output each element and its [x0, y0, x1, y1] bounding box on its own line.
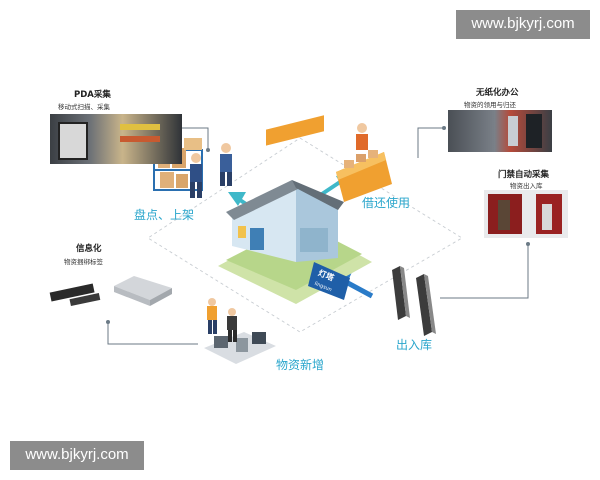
- info-subtitle: 物资捆绑标签: [64, 256, 103, 266]
- dot-info: [106, 320, 110, 324]
- connector-door: [440, 244, 528, 298]
- rfid-gate-illustration: [392, 266, 436, 336]
- borrow-bin-illustration: [336, 123, 392, 202]
- dot-pda: [206, 148, 210, 152]
- info-title: 信息化: [76, 242, 102, 254]
- connector-paperless: [418, 128, 444, 158]
- watermark-top: www.bjkyrj.com: [456, 10, 590, 39]
- door-subtitle: 物资出入库: [510, 180, 543, 190]
- action-new-material-label: 物资新增: [276, 356, 324, 373]
- door-title: 门禁自动采集: [498, 168, 549, 180]
- door-photo: [484, 190, 568, 238]
- new-material-illustration: [204, 298, 276, 364]
- paperless-subtitle: 物资的领用与归还: [464, 99, 516, 109]
- dot-door: [526, 242, 530, 246]
- paperless-title: 无纸化办公: [476, 86, 519, 98]
- action-outbound-label: 出入库: [396, 336, 432, 353]
- dot-paperless: [442, 126, 446, 130]
- connector-info: [108, 322, 198, 344]
- paperless-photo: [448, 110, 552, 152]
- action-borrow-label: 借还使用: [362, 194, 410, 211]
- pda-title: PDA采集: [74, 88, 111, 100]
- pda-photo: [50, 114, 182, 164]
- rfid-tag-devices: [50, 276, 172, 306]
- watermark-bottom: www.bjkyrj.com: [10, 441, 144, 470]
- action-inventory-label: 盘点、上架: [134, 206, 194, 223]
- pda-subtitle: 移动式扫描、采集: [58, 101, 110, 111]
